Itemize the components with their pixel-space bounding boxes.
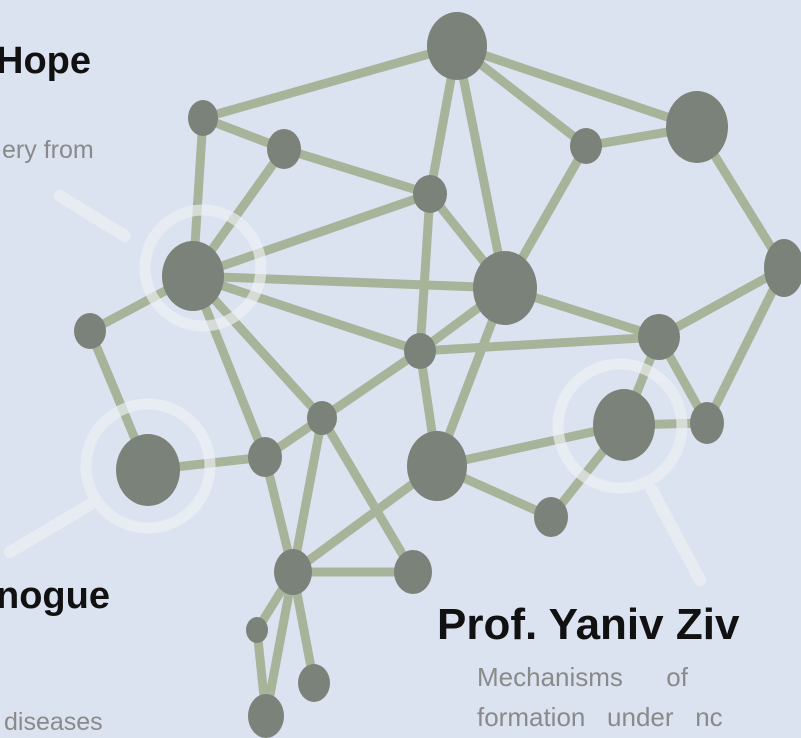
network-edge: [317, 346, 425, 423]
network-edge: [198, 41, 462, 123]
network-edge: [432, 420, 629, 471]
network-edge: [188, 271, 425, 356]
network-node: [74, 313, 106, 349]
network-node: [427, 12, 487, 80]
network-node: [307, 401, 337, 435]
network-edge: [279, 144, 435, 199]
network-edge: [317, 413, 418, 577]
network-node: [570, 128, 602, 164]
network-node: [248, 694, 284, 738]
network-edge: [654, 263, 789, 342]
network-node: [267, 129, 301, 169]
network-node: [248, 437, 282, 477]
magnifier-icon: [552, 358, 706, 586]
network-node: [666, 91, 728, 163]
magnifier-icon: [54, 190, 267, 332]
person-name-yaniv-ziv: Prof. Yaniv Ziv: [437, 600, 740, 649]
person-name-nogue: nogue: [0, 575, 110, 617]
network-node: [394, 550, 432, 594]
network-node: [473, 251, 537, 325]
magnifier-icon: [4, 398, 216, 558]
network-node: [638, 314, 680, 360]
network-node: [413, 175, 447, 213]
network-node: [593, 389, 655, 461]
network-node: [690, 402, 724, 444]
network-node: [764, 239, 801, 297]
network-edge: [702, 263, 789, 428]
network-edge: [415, 332, 664, 356]
network-node: [404, 333, 436, 369]
person-desc-hope: ery from: [2, 136, 94, 164]
network-node: [274, 549, 312, 595]
network-edge: [188, 271, 510, 293]
network-node: [246, 617, 268, 643]
network-node: [116, 434, 180, 506]
person-desc-nogue: diseases: [4, 708, 103, 736]
network-node: [188, 100, 218, 136]
network-edge: [188, 189, 435, 281]
magnifier-lenses: [4, 190, 706, 586]
network-node: [534, 497, 568, 537]
network-node: [162, 241, 224, 311]
person-desc-yaniv-ziv-line1: Mechanisms of: [477, 662, 688, 692]
network-nodes: [74, 12, 801, 738]
network-edge: [288, 413, 327, 577]
network-node: [298, 664, 330, 702]
network-edge: [452, 41, 510, 293]
person-desc-yaniv-ziv-line2: formation under nc: [477, 702, 723, 732]
network-node: [407, 431, 467, 501]
network-edge: [415, 189, 435, 356]
network-edge: [452, 41, 702, 132]
person-name-hope: Hope: [0, 40, 91, 82]
network-edge: [261, 567, 298, 721]
